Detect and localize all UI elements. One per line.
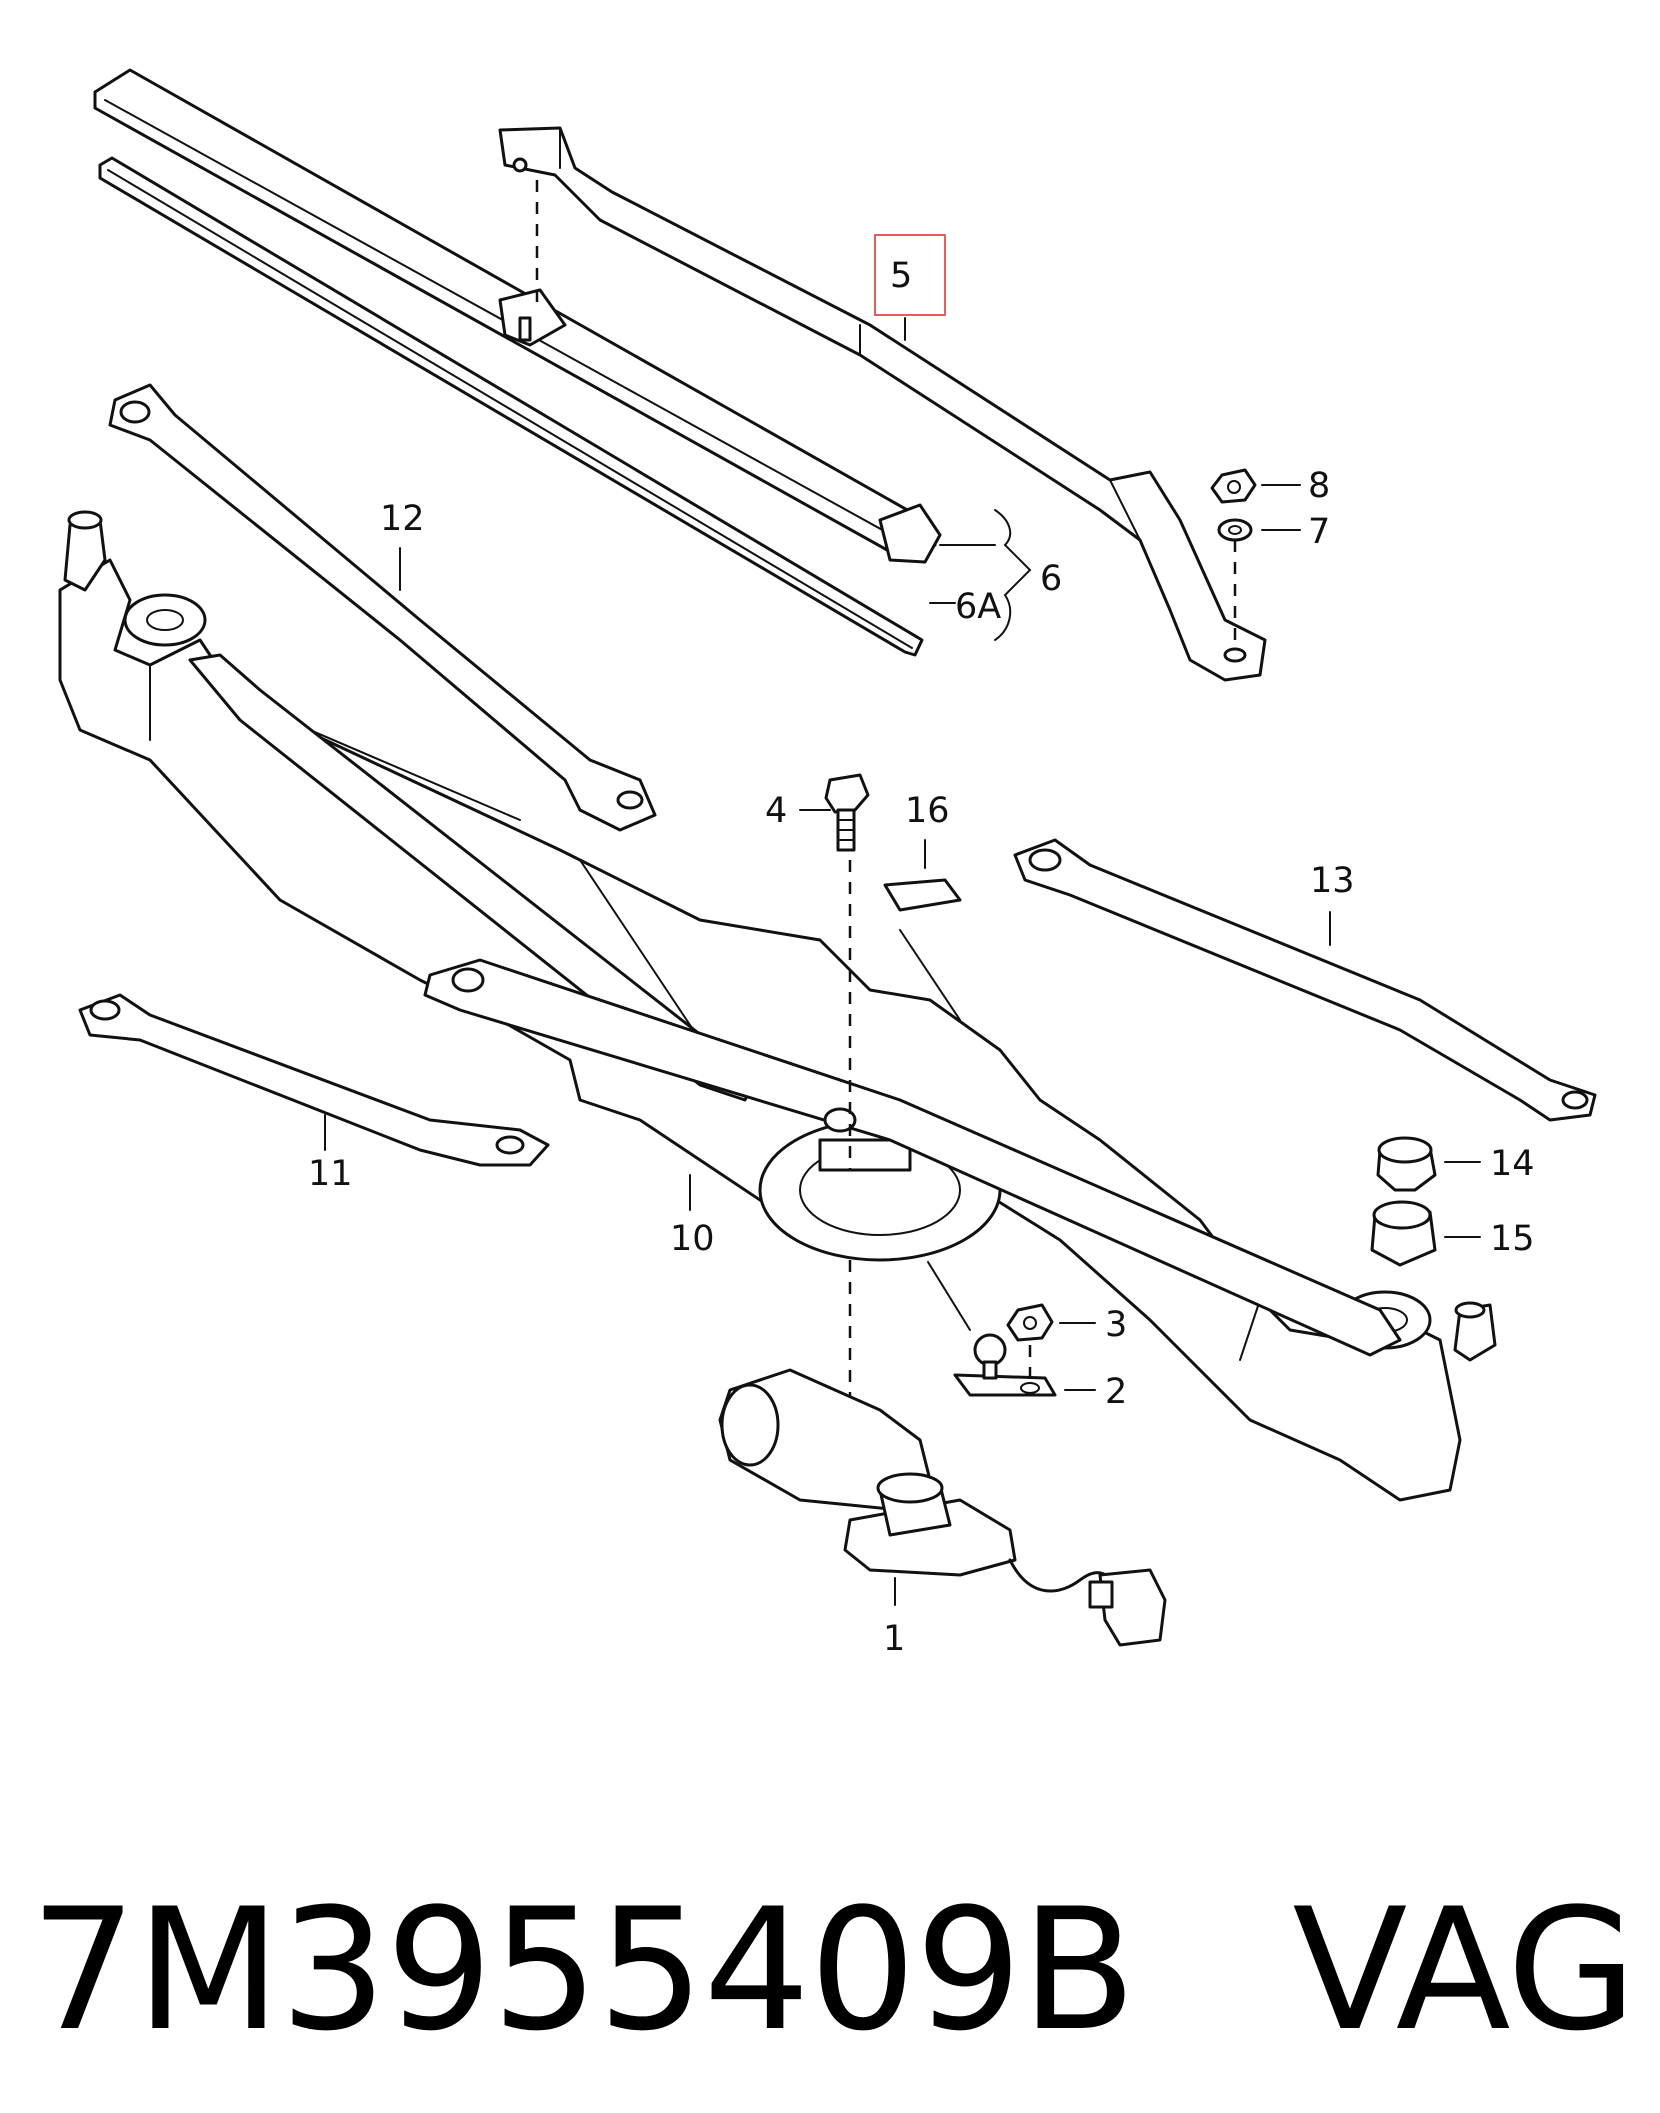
callout-1: 1 [883, 1619, 905, 1659]
wiper-frame [58, 510, 1497, 1502]
callout-6a: 6A [955, 587, 1001, 627]
callout-6: 6 [1040, 559, 1062, 599]
callout-12: 12 [380, 499, 425, 539]
callout-16: 16 [905, 791, 950, 831]
part-number-caption: 7M3955409B VAG [30, 1872, 1637, 2068]
leader-lines [324, 317, 1481, 1606]
callout-4: 4 [765, 791, 787, 831]
callout-13: 13 [1310, 861, 1355, 901]
nut-8 [1210, 468, 1257, 504]
washer-7 [1217, 518, 1253, 542]
callout-7: 7 [1308, 512, 1330, 552]
spacer-15 [1370, 1200, 1437, 1267]
callout-3: 3 [1105, 1305, 1127, 1345]
wiper-motor-1 [718, 1368, 1167, 1647]
callout-10: 10 [670, 1219, 715, 1259]
callout-8: 8 [1308, 466, 1330, 506]
bolt-4 [824, 773, 870, 852]
wiper-blade [93, 68, 942, 564]
rubber-bush-14 [1376, 1136, 1437, 1192]
wiper-linkage-diagram: 5 8 7 6 6A 12 4 16 13 11 10 14 15 3 2 1 [58, 68, 1597, 1659]
connecting-rod-12 [108, 383, 657, 832]
lever-rod-13 [1013, 838, 1597, 1122]
wiper-blade-rubber [98, 156, 924, 657]
pad-16 [883, 878, 962, 912]
highlight-box [874, 234, 946, 316]
callout-2: 2 [1105, 1372, 1127, 1412]
wiper-arm [498, 126, 1267, 682]
callout-11: 11 [308, 1154, 353, 1194]
callout-5: 5 [890, 256, 912, 296]
nut-3 [1006, 1303, 1054, 1342]
callout-15: 15 [1490, 1219, 1535, 1259]
linkage-rods [188, 653, 1402, 1357]
callout-14: 14 [1490, 1144, 1535, 1184]
ball-pin-2 [953, 1333, 1057, 1397]
lever-rod-11 [78, 993, 550, 1167]
